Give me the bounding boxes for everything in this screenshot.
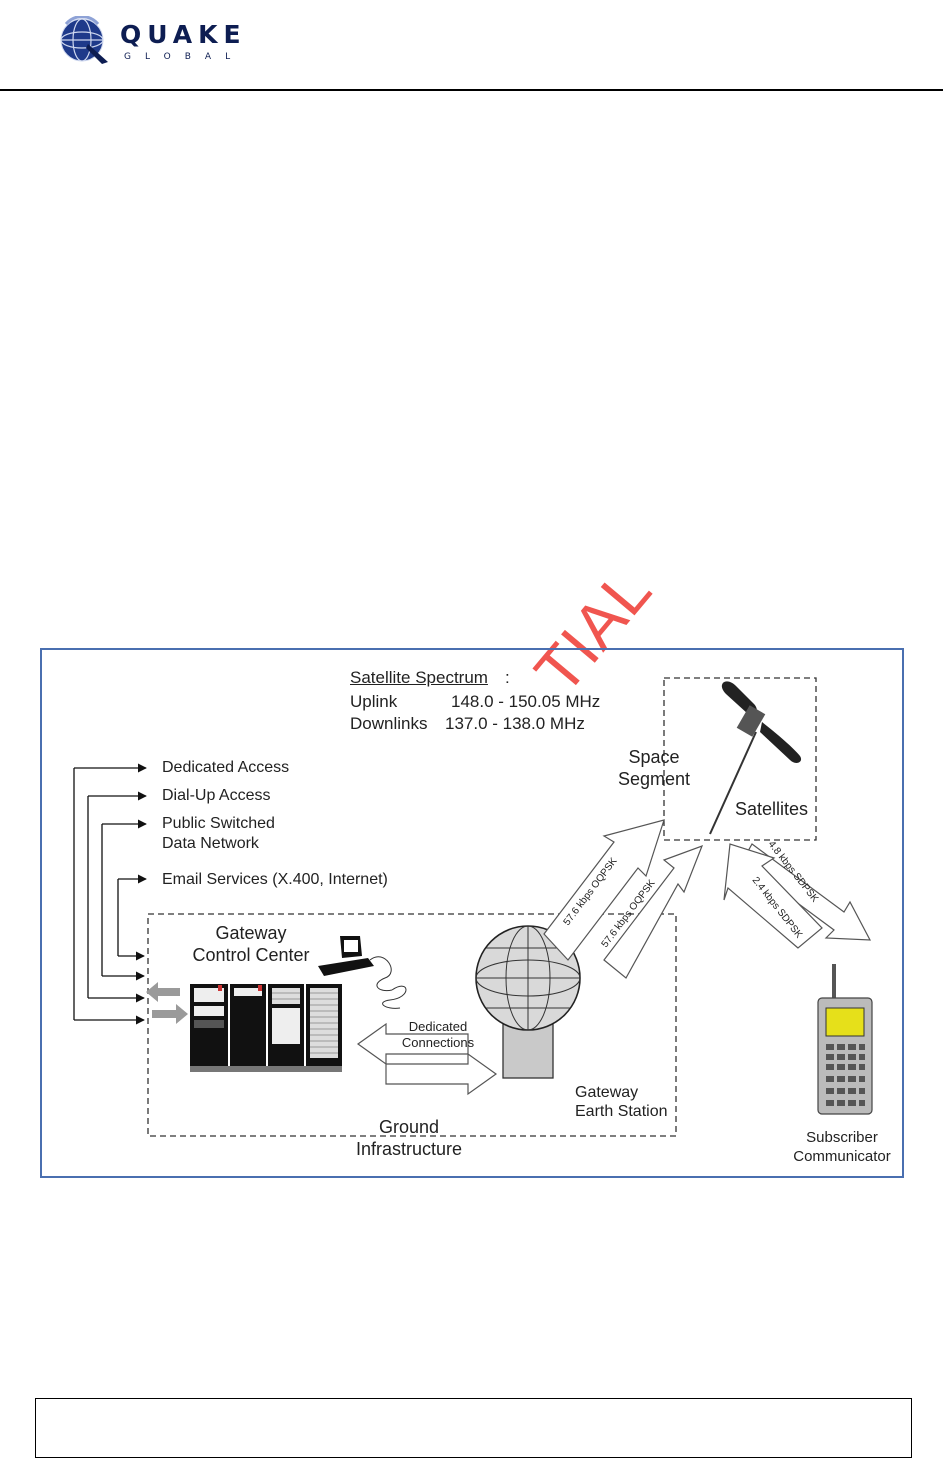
satellites-label: Satellites <box>735 799 809 819</box>
downlinks-value: 137.0 - 138.0 MHz <box>445 714 585 733</box>
logo: QUAKE GLOBAL <box>58 14 258 64</box>
space-segment-label: Space Segment <box>617 747 691 789</box>
gateway-earth-station-label: Gateway Earth Station <box>575 1084 668 1120</box>
service-email: Email Services (X.400, Internet) <box>162 871 388 888</box>
network-diagram-frame <box>40 648 904 1178</box>
server-racks-icon <box>190 984 342 1072</box>
access-connectors <box>73 763 147 1025</box>
uplink-value: 148.0 - 150.05 MHz <box>451 692 601 711</box>
spectrum-colon: : <box>505 668 510 687</box>
ground-infrastructure-label: Ground Infrastructure <box>355 1117 463 1159</box>
ground-double-arrow-icon <box>356 1022 498 1096</box>
header-rule <box>0 89 943 91</box>
service-dial-up-access: Dial-Up Access <box>162 787 271 804</box>
logo-word: QUAKE <box>120 20 247 49</box>
logo-subword: GLOBAL <box>124 52 245 62</box>
uplink-label: Uplink <box>350 692 398 711</box>
service-psdn-line1: Public Switched <box>162 815 275 832</box>
dedicated-connections-label: Dedicated Connections <box>401 1019 475 1050</box>
service-dedicated-access: Dedicated Access <box>162 759 290 776</box>
space-segment-box <box>663 677 817 841</box>
service-psdn-line2: Data Network <box>162 835 259 852</box>
subscriber-communicator-icon <box>817 964 873 1115</box>
workstation-icon <box>318 936 407 1009</box>
spectrum-title: Satellite Spectrum <box>350 668 488 687</box>
subscriber-communicator-label: Subscriber Communicator <box>793 1129 891 1165</box>
satellite-icon <box>709 681 802 835</box>
gateway-io-arrows-icon <box>146 982 188 1024</box>
ground-infrastructure-box <box>147 913 677 1137</box>
globe-logo-icon <box>60 16 108 64</box>
subscriber-link-arrows <box>723 843 872 949</box>
earth-station-icon <box>475 925 581 1079</box>
gateway-link-arrows <box>543 819 704 979</box>
gateway-control-center-label: Gateway Control Center <box>192 923 310 965</box>
network-diagram: 57.6 kbps OQPSK 57.6 kbps OQPSK 4.8 kbps… <box>73 677 873 1137</box>
footer-box <box>35 1398 912 1458</box>
downlinks-label: Downlinks <box>350 714 428 733</box>
